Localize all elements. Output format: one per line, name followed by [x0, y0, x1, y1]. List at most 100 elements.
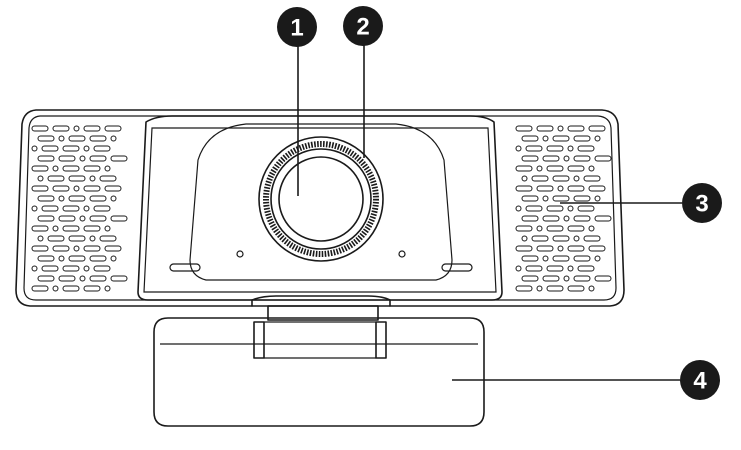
grille-hole [536, 225, 543, 232]
grille-hole [37, 135, 55, 142]
grille-hole [588, 125, 606, 132]
grille-hole [525, 205, 543, 212]
grille-hole [62, 165, 80, 172]
grille-hole [552, 175, 570, 182]
grille-hole [68, 175, 86, 182]
grille-hole [83, 245, 101, 252]
grille-hole [62, 205, 80, 212]
grille-hole [104, 165, 111, 172]
grille-hole [31, 265, 38, 272]
grille-hole [588, 185, 606, 192]
grille-hole [104, 285, 111, 292]
camera-body [15, 109, 625, 307]
grille-hole [521, 195, 539, 202]
grille-hole [83, 265, 90, 272]
grille-hole [89, 275, 107, 282]
microphone-grille-right [515, 125, 612, 292]
grille-hole [110, 195, 117, 202]
grille-hole [588, 165, 595, 172]
grille-hole [536, 165, 543, 172]
grille-hole [110, 275, 128, 282]
grille-hole [546, 145, 564, 152]
grille-hole [552, 135, 570, 142]
grille-hole [73, 245, 80, 252]
grille-hole [79, 275, 86, 282]
grille-hole [83, 185, 101, 192]
grille-hole [563, 275, 570, 282]
grille-hole [536, 125, 554, 132]
grille-hole [525, 145, 543, 152]
grille-hole [68, 255, 86, 262]
callout-number-4: 4 [693, 368, 707, 395]
grille-hole [583, 175, 601, 182]
grille-hole [588, 225, 595, 232]
grille-hole [552, 255, 570, 262]
grille-hole [573, 235, 580, 242]
grille-hole [594, 155, 612, 162]
grille-hole [536, 285, 543, 292]
grille-hole [567, 205, 574, 212]
grille-hole [577, 265, 595, 272]
grille-hole [110, 215, 128, 222]
grille-hole [31, 205, 38, 212]
microphone-grille-left [31, 125, 128, 292]
grille-hole [546, 265, 564, 272]
grille-hole [515, 245, 533, 252]
grille-hole [567, 185, 585, 192]
grille-hole [110, 255, 117, 262]
grille-hole [521, 135, 539, 142]
grille-hole [58, 275, 76, 282]
grille-hole [573, 135, 591, 142]
grille-hole [557, 125, 564, 132]
grille-hole [104, 125, 122, 132]
grille-hole [41, 205, 59, 212]
grille-hole [104, 245, 122, 252]
grille-hole [594, 215, 612, 222]
grille-hole [567, 225, 585, 232]
grille-hole [521, 235, 528, 242]
grille-hole [515, 165, 533, 172]
grille-hole [79, 155, 86, 162]
grille-hole [594, 135, 601, 142]
grille-hole [594, 275, 612, 282]
grille-hole [567, 125, 585, 132]
grille-hole [573, 255, 591, 262]
grille-hole [515, 185, 533, 192]
grille-hole [546, 165, 564, 172]
callout-number-3: 3 [695, 191, 708, 218]
grille-hole [89, 195, 107, 202]
grille-hole [104, 185, 122, 192]
grille-hole [577, 145, 595, 152]
grille-hole [52, 245, 70, 252]
grille-hole [546, 205, 564, 212]
grille-hole [525, 265, 543, 272]
grille-hole [89, 235, 96, 242]
grille-hole [73, 125, 80, 132]
grille-hole [567, 285, 585, 292]
grille-hole [588, 245, 606, 252]
grille-hole [89, 175, 96, 182]
grille-hole [594, 255, 601, 262]
grille-hole [531, 235, 549, 242]
grille-hole [515, 125, 533, 132]
leader-lines [297, 44, 682, 381]
grille-hole [557, 185, 564, 192]
grille-hole [542, 195, 549, 202]
grille-hole [552, 195, 570, 202]
grille-hole [89, 215, 107, 222]
grille-hole [567, 145, 574, 152]
grille-hole [521, 175, 528, 182]
grille-hole [567, 265, 574, 272]
grille-hole [52, 165, 59, 172]
grille-hole [68, 195, 86, 202]
grille-hole [536, 245, 554, 252]
grille-hole [31, 245, 49, 252]
grille-hole [52, 225, 59, 232]
grille-hole [31, 125, 49, 132]
callout-number-2: 2 [356, 14, 369, 41]
grille-hole [573, 275, 591, 282]
grille-hole [521, 215, 539, 222]
grille-hole [58, 255, 65, 262]
grille-hole [37, 255, 55, 262]
